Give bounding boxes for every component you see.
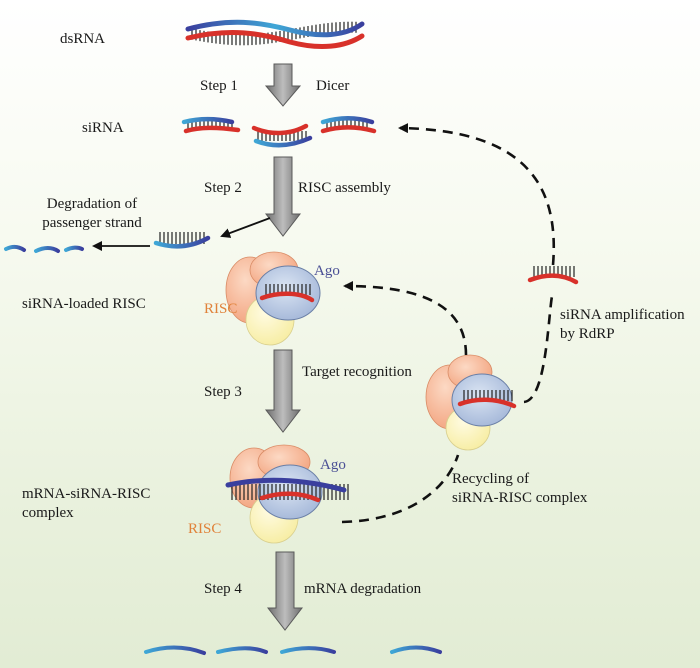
dsrna-molecule bbox=[185, 19, 365, 49]
label-risc-assembly: RISC assembly bbox=[298, 180, 391, 196]
label-step2: Step 2 bbox=[204, 180, 242, 196]
label-degradation-line1: Degradation of bbox=[46, 196, 138, 212]
label-degradation-line2: passenger strand bbox=[42, 215, 142, 231]
label-step1: Step 1 bbox=[200, 78, 238, 94]
label-mrna-complex-line1: mRNA-siRNA-RISC bbox=[22, 486, 151, 502]
label-mrna-complex-line2: complex bbox=[22, 505, 74, 521]
amplification-dashed-path bbox=[523, 295, 554, 404]
recycled-sirna-risc bbox=[425, 354, 517, 451]
label-dicer: Dicer bbox=[316, 78, 350, 94]
step2-arrow bbox=[264, 156, 302, 237]
label-mrna-sirna-risc-complex: mRNA-siRNA-RISC complex bbox=[22, 485, 150, 523]
recycling-dashed-path bbox=[341, 454, 460, 524]
label-risc-1: RISC bbox=[204, 301, 238, 317]
step1-arrow bbox=[264, 63, 302, 107]
label-ago-2: Ago bbox=[320, 457, 346, 473]
amplified-sirna-strand bbox=[527, 266, 579, 285]
to-passenger-arrow bbox=[220, 217, 271, 238]
label-recycling-line1: Recycling of bbox=[452, 471, 530, 487]
label-step4: Step 4 bbox=[204, 581, 242, 597]
degraded-mrna-fragments bbox=[144, 645, 442, 655]
sirna-loaded-risc bbox=[225, 251, 321, 346]
dsrna-guide-strand bbox=[185, 30, 365, 49]
label-recycling-line2: siRNA-RISC complex bbox=[452, 490, 588, 506]
degraded-passenger-fragments bbox=[4, 244, 84, 253]
label-amplification-line2: by RdRP bbox=[560, 326, 615, 342]
label-ago-1: Ago bbox=[314, 263, 340, 279]
sirna-fragment-right bbox=[320, 116, 377, 134]
label-step3: Step 3 bbox=[204, 384, 242, 400]
released-passenger-strand bbox=[153, 232, 211, 249]
sirna-fragment-left bbox=[181, 116, 241, 134]
step4-arrow bbox=[266, 551, 304, 631]
label-sirna-loaded-risc: siRNA-loaded RISC bbox=[22, 296, 146, 312]
recycled-to-risc-dashed-arrow bbox=[343, 281, 468, 356]
complex-guide-strand bbox=[259, 491, 321, 503]
mrna-sirna-risc-complex bbox=[225, 444, 349, 544]
label-sirna: siRNA bbox=[82, 120, 124, 136]
label-target-recognition: Target recognition bbox=[302, 364, 412, 380]
label-dsrna: dsRNA bbox=[60, 31, 106, 47]
target-mrna-strand bbox=[225, 477, 347, 493]
recycled-guide-strand bbox=[457, 397, 517, 409]
label-mrna-degradation: mRNA degradation bbox=[304, 581, 422, 597]
amplification-to-sirna-dashed-arrow bbox=[398, 123, 556, 266]
step3-arrow bbox=[264, 349, 302, 433]
sirna-fragment-center bbox=[251, 123, 313, 148]
label-recycling-of-sirna-risc-complex: Recycling of siRNA-RISC complex bbox=[452, 470, 587, 508]
label-sirna-amplification: siRNA amplification by RdRP bbox=[560, 306, 685, 344]
label-amplification-line1: siRNA amplification bbox=[560, 307, 685, 323]
label-risc-2: RISC bbox=[188, 521, 222, 537]
label-degradation-of-passenger-strand: Degradation of passenger strand bbox=[26, 195, 158, 233]
risc1-guide-strand bbox=[259, 291, 315, 303]
dsrna-passenger-strand bbox=[185, 19, 365, 38]
